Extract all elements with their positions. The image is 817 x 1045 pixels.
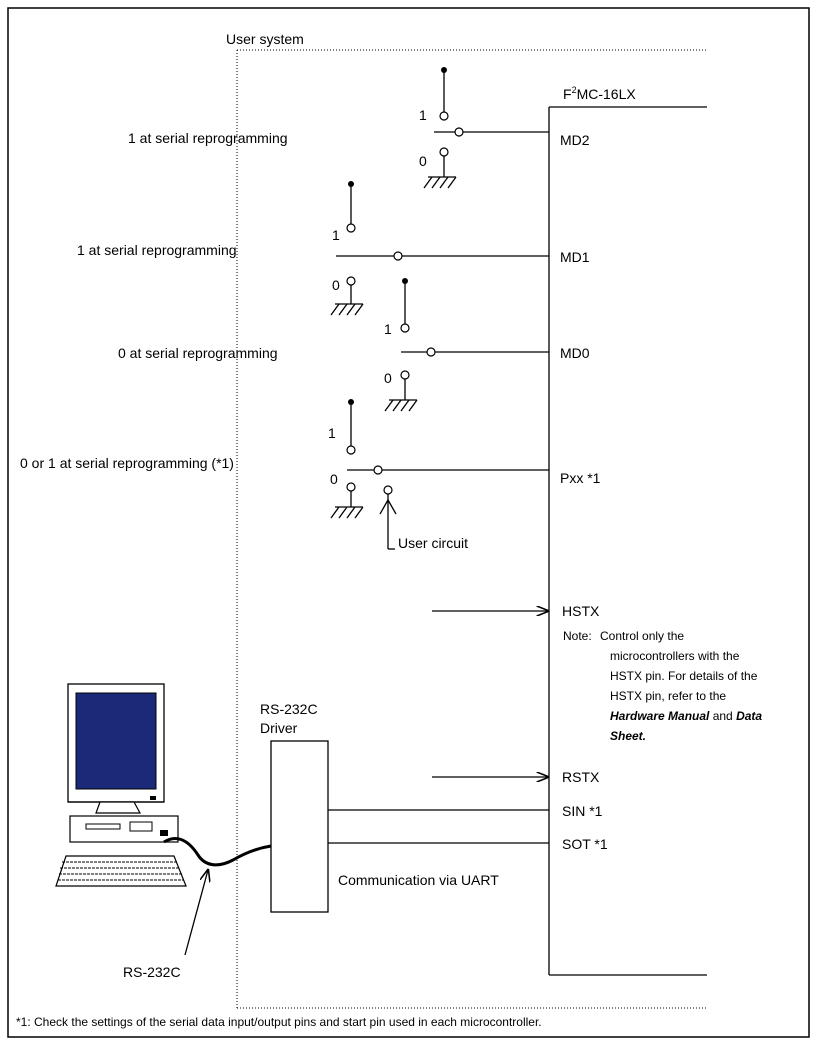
driver-label-line-1: RS-232C	[260, 701, 318, 717]
md1-one-label: 1	[332, 227, 340, 243]
user-circuit-label: User circuit	[398, 535, 468, 551]
cable-pointer-arrow	[184, 870, 208, 956]
driver-label-line-2: Driver	[260, 720, 298, 736]
note-prefix: Note:	[563, 629, 592, 643]
md2-one-label: 1	[419, 107, 427, 123]
md0-switch	[384, 278, 549, 412]
pxx-switch	[330, 399, 549, 550]
note-line-1: Control only the	[600, 629, 684, 643]
driver-box	[270, 740, 329, 913]
md0-one-label: 1	[384, 321, 392, 337]
sot-pin-label: SOT *1	[562, 836, 608, 852]
computer-icon	[55, 683, 187, 887]
note-line-2: microcontrollers with the	[610, 649, 740, 663]
md0-pin-label: MD0	[560, 345, 590, 361]
pxx-pin-label: Pxx *1	[560, 470, 601, 486]
md2-zero-label: 0	[419, 153, 427, 169]
md0-setting-label: 0 at serial reprogramming	[118, 345, 278, 361]
user-system-boundary	[236, 49, 707, 1009]
communication-label: Communication via UART	[338, 872, 499, 888]
note-line-5: Hardware Manual and Data	[610, 709, 762, 723]
md2-pin-label: MD2	[560, 132, 590, 148]
md1-switch	[330, 181, 549, 316]
note-line-4: HSTX pin, refer to the	[610, 689, 726, 703]
md1-pin-label: MD1	[560, 249, 590, 265]
note-line-3: HSTX pin. For details of the	[610, 669, 758, 683]
pxx-zero-label: 0	[330, 471, 338, 487]
microcontroller-block	[548, 106, 707, 976]
md2-switch	[423, 67, 549, 189]
hstx-pin-label: HSTX	[562, 603, 600, 619]
md1-setting-label: 1 at serial reprogramming	[77, 242, 237, 258]
md0-zero-label: 0	[384, 370, 392, 386]
footnote: *1: Check the settings of the serial dat…	[16, 1015, 542, 1029]
rs232c-cable	[163, 837, 272, 867]
md2-setting-label: 1 at serial reprogramming	[128, 130, 288, 146]
sin-pin-label: SIN *1	[562, 803, 603, 819]
rstx-pin-label: RSTX	[562, 769, 600, 785]
md1-zero-label: 0	[332, 277, 340, 293]
pxx-setting-label: 0 or 1 at serial reprogramming (*1)	[20, 455, 234, 471]
cable-label: RS-232C	[123, 964, 181, 980]
chip-name: F2MC-16LX	[563, 85, 636, 102]
pxx-one-label: 1	[328, 425, 336, 441]
outer-frame	[7, 7, 810, 1038]
note-line-6: Sheet.	[610, 729, 646, 743]
user-system-label: User system	[226, 31, 304, 47]
